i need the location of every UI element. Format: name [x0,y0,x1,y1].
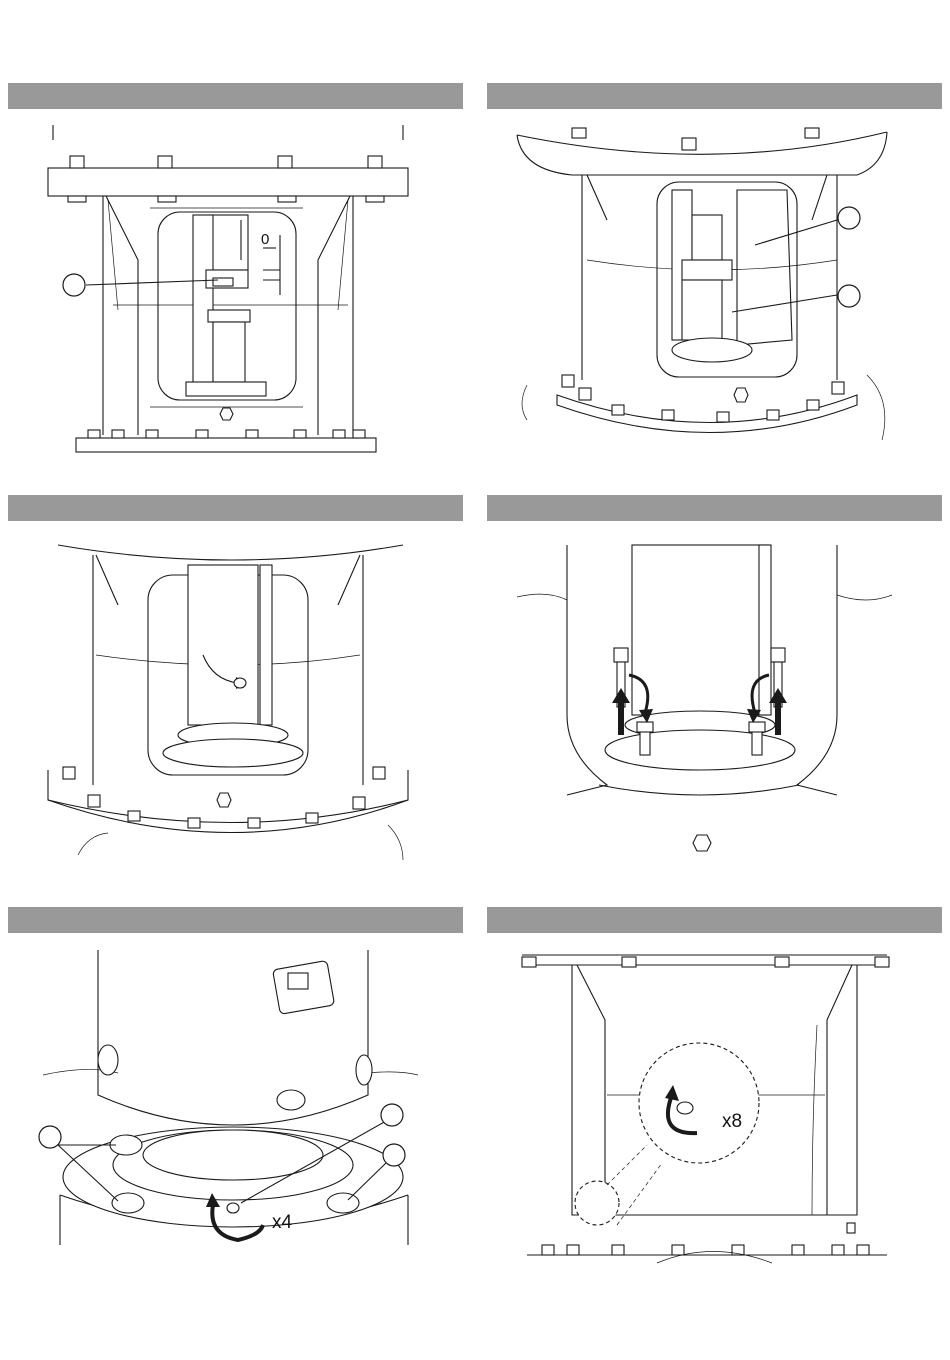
step-4-illustration [487,535,942,865]
dimension-label: 0 [261,231,269,248]
step-2-header-bar [487,83,942,109]
step-6-header-bar [487,907,942,933]
callout-circle-3 [383,1144,405,1166]
callout-circle-1 [838,207,860,229]
multiplier-label: x8 [722,1111,742,1132]
step-5-header-bar [8,907,463,933]
callout-circle-2 [838,285,860,307]
multiplier-label: x4 [272,1212,293,1233]
step-1-header-bar [8,83,463,109]
step-3-header-bar [8,495,463,521]
callout-circle-2 [381,1104,403,1126]
step-4-header-bar [487,495,942,521]
callout-circle [63,274,85,296]
step-5-illustration: x4 [8,945,463,1275]
step-3-illustration [8,535,463,865]
step-1-illustration: 0 [8,120,463,460]
callout-circle-1 [39,1126,61,1148]
step-2-illustration [487,120,942,460]
step-6-illustration: x8 [487,945,942,1275]
